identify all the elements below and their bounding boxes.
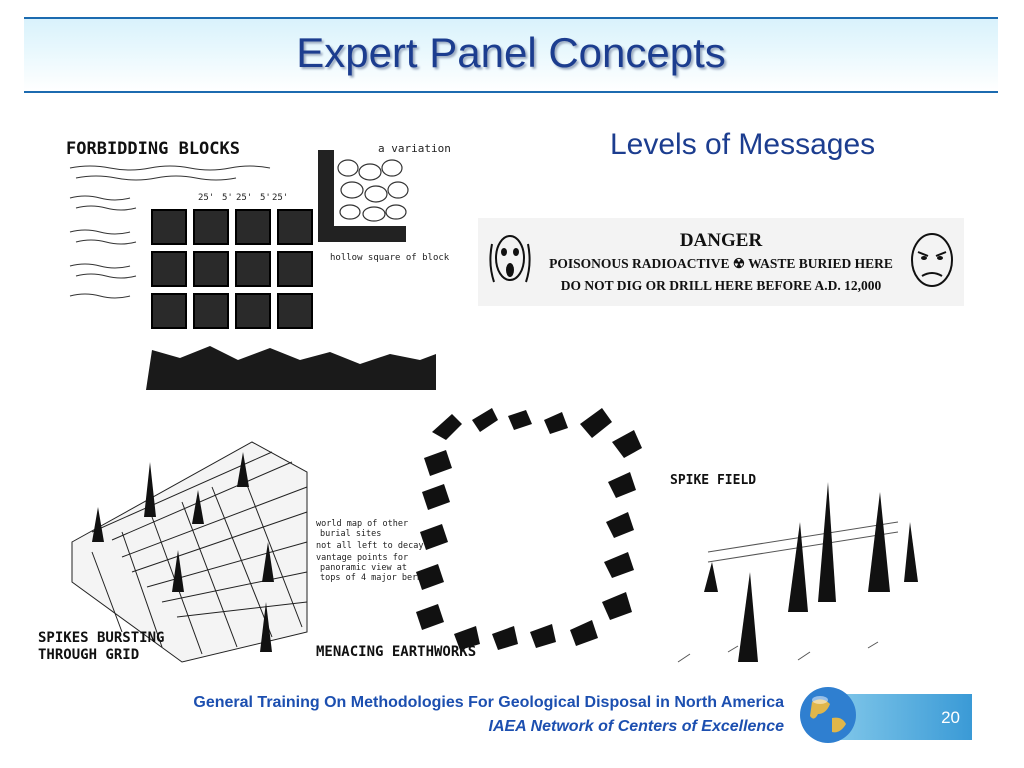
svg-text:25': 25' [272,193,288,203]
earthwork-notes: world map of other burial sites not all … [316,519,429,583]
svg-text:hollow square of blocks around: hollow square of blocks around a rubble … [330,253,450,263]
danger-sign: DANGER POISONOUS RADIOACTIVE ☢ WASTE BUR… [478,218,964,306]
screaming-face-icon [489,235,531,283]
grid-surface [71,441,308,663]
svg-text:5': 5' [222,193,233,203]
spikes-grid-label-1: SPIKES BURSTING [38,630,164,646]
page-number: 20 [941,708,960,727]
block-grid [151,209,313,329]
footer-course-title: General Training On Methodologies For Ge… [193,694,784,711]
footer-network-name: IAEA Network of Centers of Excellence [488,718,785,735]
forbidding-blocks-sketch: FORBIDDING BLOCKS 25' 5' 25' 5' 25' a va… [66,139,450,390]
angry-face-icon [911,233,953,287]
hollow-note: hollow square of blocks around a rubble … [330,253,450,263]
spike-field-ground [677,521,899,663]
svg-text:world map of other buria: world map of other burial sites not all … [316,519,429,583]
danger-title: DANGER [679,230,763,251]
variation-sketch: a variation hollow square of blocks arou… [318,142,450,263]
zigzag-berms [416,408,642,650]
svg-text:5': 5' [260,193,271,203]
danger-warning-line: POISONOUS RADIOACTIVE ☢ WASTE BURIED HER… [549,256,893,271]
svg-text:25': 25' [198,193,214,203]
spikes [92,452,274,652]
danger-instruction-line: DO NOT DIG OR DRILL HERE BEFORE A.D. 12,… [560,278,882,293]
spike-field-label: SPIKE FIELD [670,473,756,488]
earthworks-label: MENACING EARTHWORKS [316,644,476,660]
menacing-earthworks-sketch: world map of other burial sites not all … [316,408,642,660]
radiation-icon: ☢ [732,256,745,271]
slide-subtitle: Levels of Messages [610,128,876,161]
svg-text:25': 25' [236,193,252,203]
globe-icon [800,687,856,743]
handwritten-notes [69,165,271,299]
dimension-labels: 25' 5' 25' 5' 25' [198,193,288,203]
title-band: Expert Panel Concepts [24,17,998,93]
spike-field-sketch: SPIKE FIELD [670,473,918,663]
block-elevation [146,346,436,390]
spikes-grid-sketch: SPIKES BURSTING THROUGH GRID [38,441,308,663]
forbidding-blocks-label: FORBIDDING BLOCKS [66,139,240,159]
spikes-grid-label-2: THROUGH GRID [38,647,139,663]
svg-text:a variation: a variation [378,142,450,155]
spike-field-spikes [704,482,918,662]
slide-title: Expert Panel Concepts [296,29,726,76]
footer-logo-bar: 20 [838,694,972,740]
